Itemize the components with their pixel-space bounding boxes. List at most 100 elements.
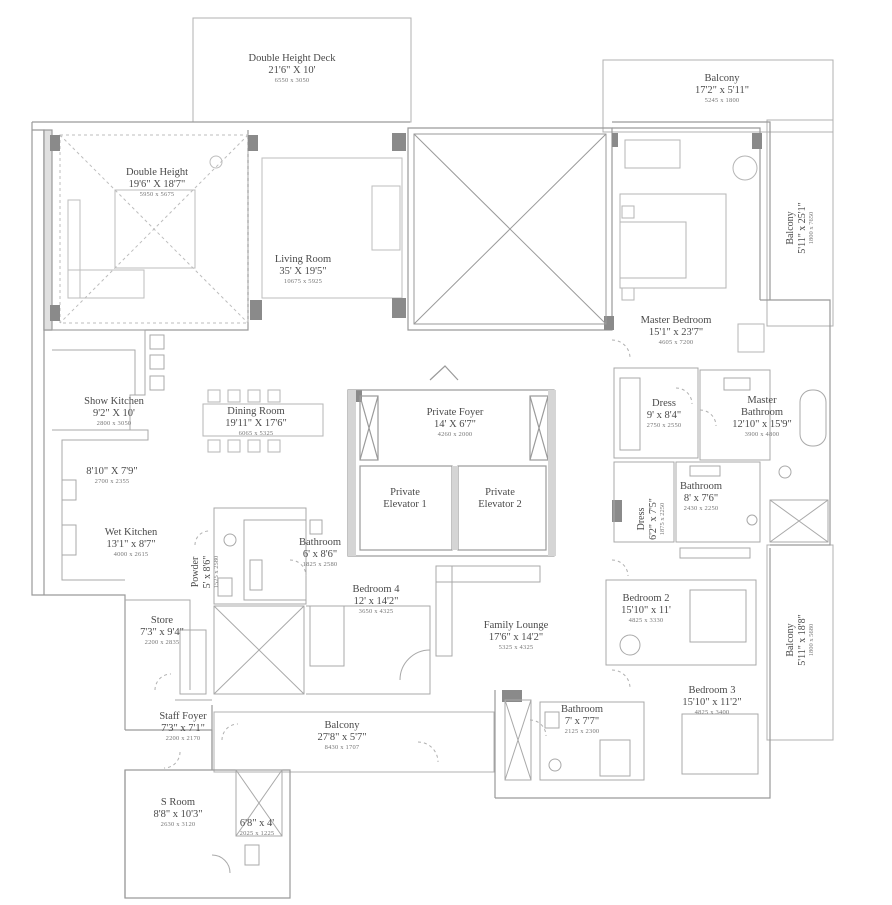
room-mm: 2750 x 2550 (646, 422, 682, 430)
master-bath-area (613, 367, 829, 543)
room-label-double-height: Double Height 19'6" X 18'7" 5950 x 5675 (126, 167, 188, 199)
room-dim: 5'11" x 25'1" (796, 202, 808, 254)
room-name: Staff Foyer (159, 711, 207, 722)
room-name: Master Bedroom (640, 315, 712, 326)
room-dim: 27'8" x 5'7" (317, 732, 367, 744)
bedroom-4-area (213, 507, 431, 695)
room-label-master-bathroom: Master Bathroom 12'10" x 15'9" 3900 x 48… (732, 395, 792, 439)
room-mm: 1875 x 2250 (658, 502, 666, 536)
room-mm: 2025 x 1225 (239, 830, 275, 838)
room-name: Powder (189, 556, 201, 588)
room-mm: 4000 x 2615 (113, 551, 149, 559)
room-mm: 4605 x 7200 (658, 339, 694, 347)
room-name: Wet Kitchen (104, 527, 158, 538)
room-name: Store (150, 615, 174, 626)
room-mm: 2700 x 2355 (94, 478, 130, 486)
room-label-bedroom-3: Bedroom 3 15'10" x 11'2" 4825 x 3400 (682, 685, 741, 717)
room-dim: 5' x 8'6" (201, 555, 213, 589)
room-label-balcony-right-top: Balcony 5'11" x 25'1" 1800 x 7650 (785, 202, 815, 253)
living-area (59, 134, 403, 324)
dining-table (202, 389, 324, 453)
room-name: S Room (160, 797, 196, 808)
room-name: Private Foyer (426, 407, 484, 418)
room-dim: 8'8" x 10'3" (153, 809, 203, 821)
room-label-living-room: Living Room 35' X 19'5" 10675 x 5925 (275, 254, 331, 286)
room-label-private-elevator-1: Private Elevator 1 (375, 487, 435, 511)
room-dim: 7' x 7'7" (564, 716, 600, 728)
room-dim: 7'3" x 9'4" (140, 627, 184, 639)
room-label-private-elevator-2: Private Elevator 2 (470, 487, 530, 511)
room-dim: 15'10" x 11'2" (682, 697, 742, 709)
room-dim: 12'10" x 15'9" (732, 419, 792, 431)
room-name: Dining Room (227, 406, 285, 417)
room-label-bathroom-2: Bathroom 8' x 7'6" 2430 x 2250 (680, 481, 722, 513)
room-label-private-foyer: Private Foyer 14' X 6'7" 4260 x 2000 (427, 407, 484, 439)
room-name: Double Height Deck (248, 53, 336, 64)
room-label-store: Store 7'3" x 9'4" 2200 x 2835 (140, 615, 184, 647)
room-mm: 2200 x 2170 (165, 735, 201, 743)
room-dim: 19'6" X 18'7" (128, 179, 186, 191)
room-dim: 21'6" X 10' (268, 65, 316, 77)
room-mm: 5325 x 4325 (498, 644, 534, 652)
room-label-bathroom-4: Bathroom 6' x 8'6" 1825 x 2580 (299, 537, 341, 569)
room-label-balcony-bottom: Balcony 27'8" x 5'7" 8430 x 1707 (317, 720, 366, 752)
room-dim: 8'10" X 7'9" (86, 466, 138, 477)
room-label-utility: 8'10" X 7'9" 2700 x 2355 (86, 466, 137, 486)
room-label-powder: Powder 5' x 8'6" 1525 x 2580 (190, 556, 220, 589)
room-dim: 13'1" x 8'7" (106, 539, 156, 551)
room-dim: 6' x 8'6" (302, 549, 338, 561)
room-name: Dress (652, 398, 676, 409)
room-mm: 6065 x 5325 (238, 430, 274, 438)
room-mm: 10675 x 5925 (283, 278, 323, 286)
room-dim: 17'2" x 5'11" (695, 85, 749, 97)
room-mm: 5950 x 5675 (139, 191, 175, 199)
core (347, 365, 555, 557)
room-name: Bathroom (299, 537, 341, 548)
room-dim: 6'8" x 4' (239, 818, 275, 829)
core-fill (348, 390, 556, 556)
room-mm: 4825 x 3400 (694, 709, 730, 717)
room-label-bedroom-2: Bedroom 2 15'10" x 11' 4825 x 3330 (621, 593, 671, 625)
room-dim: 6'2" x 7'5" (647, 498, 659, 540)
room-label-balcony-top: Balcony 17'2" x 5'11" 5245 x 1800 (695, 73, 749, 105)
bedroom-3-area (504, 699, 759, 781)
room-name: Bathroom (680, 481, 722, 492)
room-mm: 1800 x 7650 (807, 211, 815, 245)
room-dim: 5'11" x 18'8" (796, 614, 808, 666)
room-mm: 4260 x 2000 (437, 431, 473, 439)
room-mm: 1800 x 5680 (807, 623, 815, 657)
room-label-s-bath: 6'8" x 4' 2025 x 1225 (240, 818, 275, 838)
room-name: Balcony (704, 73, 740, 84)
room-mm: 2125 x 2300 (564, 728, 600, 736)
room-mm: 2430 x 2250 (683, 505, 719, 513)
room-label-master-bedroom: Master Bedroom 15'1" x 23'7" 4605 x 7200 (641, 315, 712, 347)
room-mm: 3650 x 4325 (358, 608, 394, 616)
room-name: Balcony (784, 623, 796, 657)
room-name: Bedroom 4 (352, 584, 400, 595)
room-mm: 2800 x 3050 (96, 420, 132, 428)
room-dim: 15'1" x 23'7" (648, 327, 704, 339)
room-name: Master Bathroom (741, 395, 783, 419)
room-label-s-room: S Room 8'8" x 10'3" 2630 x 3120 (153, 797, 202, 829)
service-area (125, 599, 283, 874)
door-swings (154, 339, 717, 769)
room-name: Balcony (784, 211, 796, 245)
master-bedroom-furniture (619, 139, 765, 353)
room-mm: 6550 x 3050 (274, 77, 310, 85)
room-dim: 14' X 6'7" (434, 419, 476, 431)
room-mm: 2630 x 3120 (160, 821, 196, 829)
room-mm: 4825 x 3330 (628, 617, 664, 625)
room-label-bathroom-3: Bathroom 7' x 7'7" 2125 x 2300 (561, 704, 603, 736)
room-label-wet-kitchen: Wet Kitchen 13'1" x 8'7" 4000 x 2615 (105, 527, 158, 559)
room-dim: 9' x 8'4" (646, 410, 682, 422)
kitchen-area (52, 329, 165, 581)
room-mm: 1825 x 2580 (302, 561, 338, 569)
room-mm: 5245 x 1800 (704, 97, 740, 105)
room-mm: 1525 x 2580 (212, 555, 220, 589)
room-dim: 15'10" x 11' (621, 605, 671, 617)
room-dim: 7'3" x 7'1" (161, 723, 205, 735)
room-name: Dress (635, 507, 647, 531)
room-dim: 35' X 19'5" (279, 266, 327, 278)
room-name: Private Elevator 1 (383, 487, 427, 511)
